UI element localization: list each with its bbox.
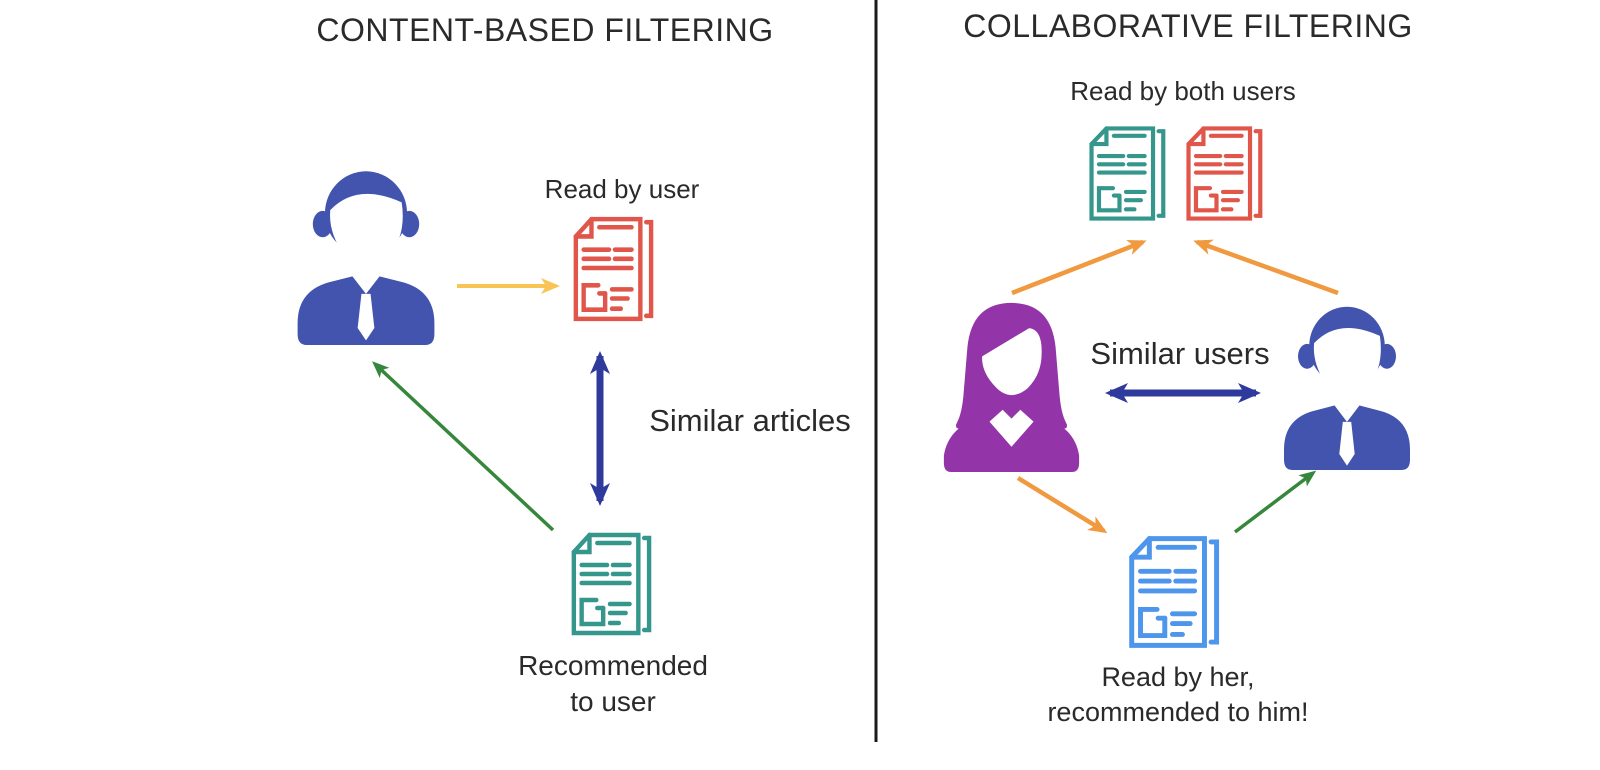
similar-users-label: Similar users	[1090, 336, 1270, 371]
read-by-her-line1: Read by her,	[1101, 662, 1255, 692]
read-by-user-label: Read by user	[544, 174, 700, 204]
arrow-woman-to-bottom-doc	[1016, 476, 1108, 534]
read-by-her-label: Read by her, recommended to him!	[1047, 660, 1308, 730]
tie-cutout	[357, 293, 375, 341]
recommended-line2: to user	[570, 686, 656, 717]
right-panel-title: COLLABORATIVE FILTERING	[963, 8, 1413, 44]
arrow-recommended-to-user	[372, 361, 555, 532]
teal-article-icon	[1089, 126, 1166, 221]
blue-article-icon	[1129, 536, 1220, 648]
male-user-icon	[1284, 306, 1410, 470]
teal-article-icon	[571, 532, 652, 636]
female-user-icon	[943, 302, 1080, 472]
similar-articles-label: Similar articles	[649, 403, 851, 438]
male-user-icon	[297, 171, 435, 345]
face-cutout	[330, 193, 403, 268]
recommended-to-user-label: Recommended to user	[518, 648, 708, 720]
read-by-her-line2: recommended to him!	[1047, 697, 1309, 727]
collar-cutout	[989, 409, 1034, 447]
face-cutout	[982, 328, 1042, 396]
red-article-icon	[1186, 126, 1263, 221]
collar-cutout	[351, 271, 381, 294]
tie-cutout	[1339, 421, 1355, 466]
red-article-icon	[573, 216, 654, 322]
arrow-man-to-docs	[1193, 239, 1339, 296]
face-cutout	[1313, 327, 1381, 397]
arrow-doc-to-man	[1233, 470, 1317, 534]
left-panel-title: CONTENT-BASED FILTERING	[316, 12, 774, 48]
arrow-woman-to-docs	[1011, 239, 1147, 296]
collar-cutout	[1333, 400, 1361, 422]
recommended-line1: Recommended	[518, 650, 708, 681]
read-by-both-label: Read by both users	[1070, 76, 1296, 106]
